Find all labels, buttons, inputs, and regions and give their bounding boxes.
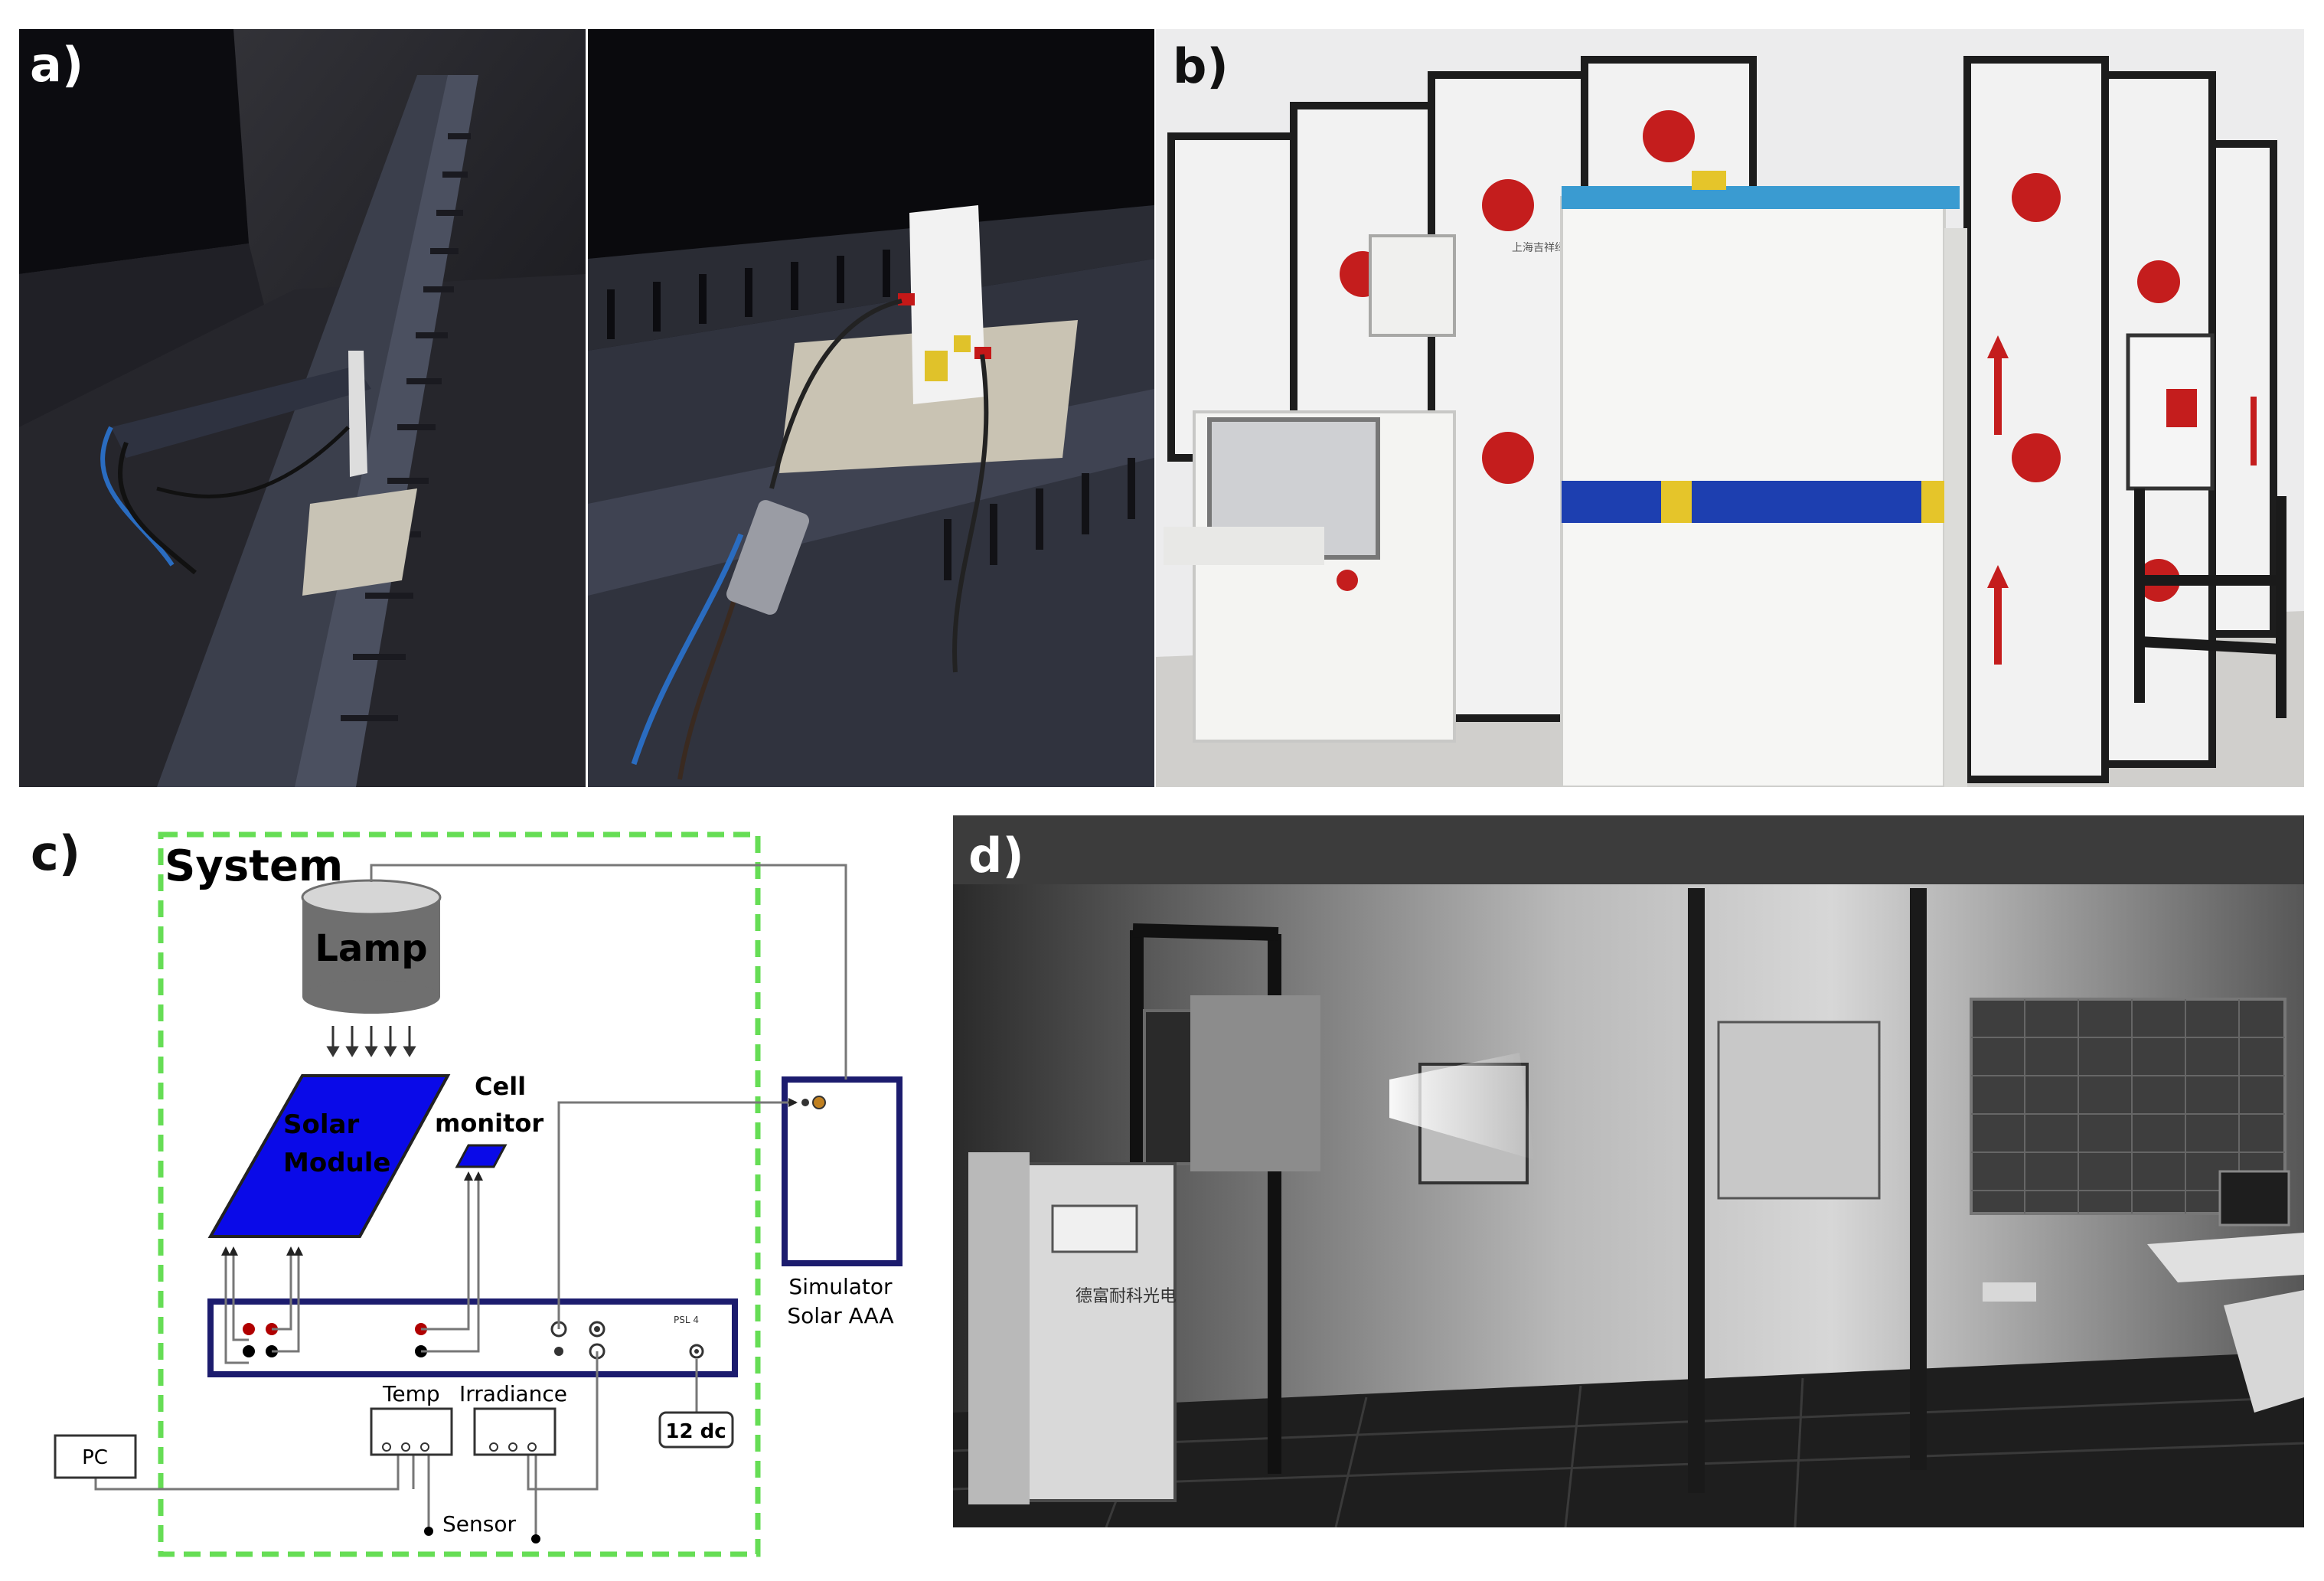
temp-box <box>370 1407 453 1456</box>
sensor-label: Sensor <box>442 1511 516 1537</box>
lamp-cylinder <box>301 879 442 1014</box>
panel-b-photo: 上海吉祥绿建科技有限公司 b) <box>1156 29 2304 787</box>
cabinet-sign: 德富耐科光电 <box>1076 1287 1177 1306</box>
wiring <box>94 864 847 1535</box>
solar-module-label-line2: Module <box>283 1148 390 1178</box>
solar-module-label-line1: Solar <box>283 1109 359 1140</box>
data-acquisition-box <box>207 1298 738 1377</box>
irradiance-label: Irradiance <box>459 1381 567 1406</box>
system-title: System <box>165 841 343 891</box>
pc-label: PC <box>82 1446 108 1469</box>
power-supply-label: 12 dc <box>665 1420 726 1443</box>
pc-box <box>54 1434 137 1479</box>
test-room-render: 德富耐科光电 <box>953 815 2304 1527</box>
simulator-label-line2: Solar AAA <box>787 1303 893 1328</box>
cell-monitor-label-line1: Cell <box>475 1072 526 1101</box>
panel-a-photo-left: a) <box>19 29 586 787</box>
power-supply-box <box>658 1411 734 1449</box>
panel-b-label: b) <box>1173 38 1229 94</box>
data-acquisition-tag: PSL 4 <box>674 1315 699 1325</box>
panel-d-render: 德富耐科光电 d) <box>953 815 2304 1527</box>
system-boundary <box>158 831 761 1557</box>
simulator-label-line1: Simulator <box>788 1274 893 1299</box>
solar-module-panel <box>207 1074 451 1238</box>
temp-label: Temp <box>382 1381 440 1406</box>
lamp-label: Lamp <box>315 927 427 970</box>
light-arrows <box>326 1026 416 1057</box>
lead-arrows <box>221 1098 798 1256</box>
simulator-box <box>782 1076 903 1266</box>
rail-photo-left-drawing <box>19 29 586 787</box>
panel-a-photo-right <box>588 29 1154 787</box>
panel-d-label: d) <box>968 828 1024 884</box>
panel-a-label: a) <box>30 37 84 93</box>
rail-photo-right-drawing <box>588 29 1154 787</box>
panel-c-diagram: System Lamp Solar Module Cell monitor Si… <box>0 812 942 1577</box>
cell-monitor-label-line2: monitor <box>435 1109 543 1138</box>
cell-monitor-chip <box>455 1144 508 1168</box>
lab-photo-drawing: 上海吉祥绿建科技有限公司 <box>1156 29 2304 787</box>
panel-c-label: c) <box>31 825 81 881</box>
irradiance-box <box>473 1407 557 1456</box>
system-diagram: System Lamp Solar Module Cell monitor Si… <box>54 831 903 1557</box>
